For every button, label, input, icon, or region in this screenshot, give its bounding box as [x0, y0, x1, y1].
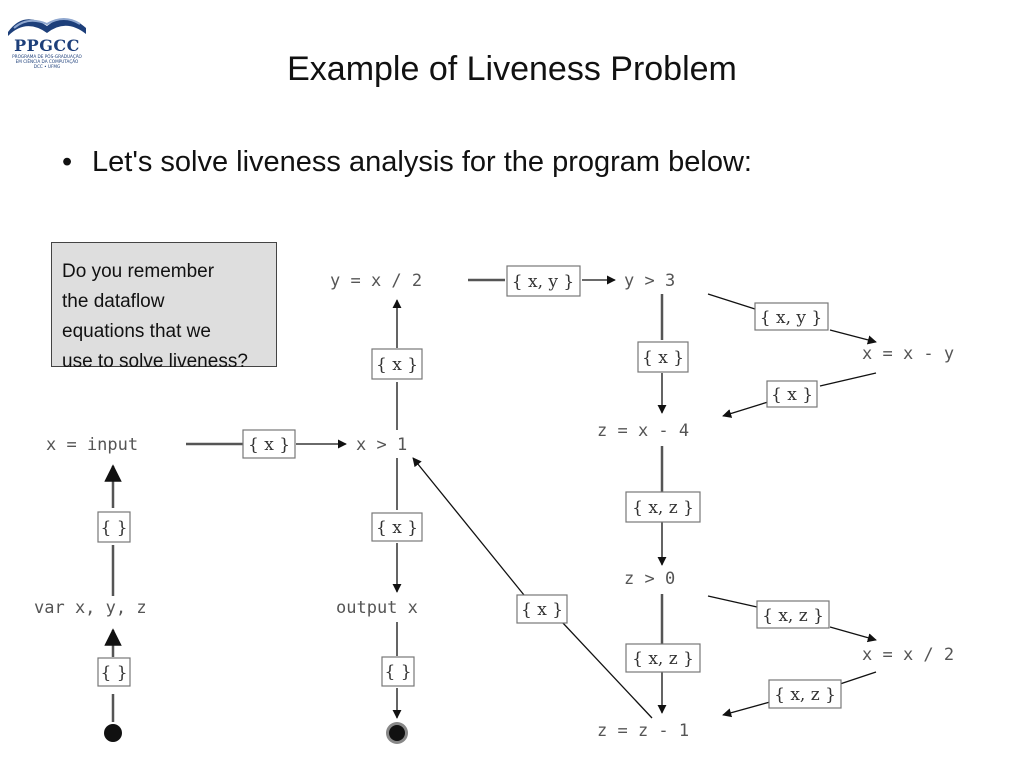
set-var-input: { }: [100, 518, 127, 538]
edge-xdiv2-to-set: [839, 671, 877, 685]
callout-line-4: use to solve liveness?: [62, 351, 248, 372]
set-entry-var: { }: [100, 663, 127, 683]
entry-node: [104, 724, 122, 742]
set-box-gt1-ydiv: [371, 348, 423, 380]
logo-subtitle-1: PROGRAMA DE PÓS-GRADUAÇÃO: [12, 54, 82, 59]
set-box-var-input: [97, 511, 131, 543]
callout-line-3: equations that we: [62, 321, 211, 342]
set-box-zminus1-gt1: [516, 594, 568, 624]
ppgcc-logo: PPGCC PROGRAMA DE PÓS-GRADUAÇÃO EM CIÊNC…: [4, 6, 90, 69]
edge-set-to-xminusy: [829, 329, 877, 345]
logo-text: PPGCC: [14, 36, 80, 55]
stmt-z-gt-0: z > 0: [624, 569, 675, 589]
set-box-xdiv2-zminus1: [768, 679, 842, 709]
set-box-gt1-output: [371, 512, 423, 542]
stmt-var-decl: var x, y, z: [34, 598, 147, 618]
set-box-output-exit: [381, 656, 415, 687]
set-input-gt1: { x }: [248, 435, 290, 455]
bullet-text: Let's solve liveness analysis for the pr…: [92, 146, 752, 178]
callout-line-2: the dataflow: [62, 291, 165, 312]
set-zgt0-xdiv2: { x, z }: [762, 606, 824, 626]
logo-subtitle-3: DCC • UFMG: [33, 64, 61, 69]
logo-wave-icon: [8, 18, 86, 36]
set-box-ygt3-zminus4: [637, 341, 689, 373]
stmt-output-x: output x: [336, 598, 418, 618]
logo-subtitle-2: EM CIÊNCIA DA COMPUTAÇÃO: [15, 59, 79, 64]
set-output-exit: { }: [384, 662, 411, 682]
edge-set-to-xdiv2: [829, 626, 877, 643]
stmt-x-input: x = input: [46, 435, 138, 455]
set-box-ydiv-ygt3: [506, 265, 581, 297]
slide-title: Example of Liveness Problem: [287, 50, 737, 88]
set-box-zgt0-xdiv2: [756, 600, 830, 629]
stmt-y-gt-3: y > 3: [624, 271, 675, 291]
set-box-xminusy-zminus4: [766, 380, 818, 408]
callout-box: Do you remember the dataflow equations t…: [51, 242, 277, 372]
set-box-ygt3-xminusy: [754, 302, 829, 331]
edge-ygt3-to-set-right: [707, 293, 756, 310]
edge-set-to-gt1-back: [412, 457, 525, 596]
set-box-input-gt1: [242, 429, 296, 459]
stmt-y-x-div2: y = x / 2: [330, 271, 422, 291]
stmt-z-z-minus-1: z = z - 1: [597, 721, 689, 741]
callout-line-1: Do you remember: [62, 261, 215, 282]
edge-zgt0-to-set-right: [707, 595, 758, 608]
edge-xminusy-to-set: [819, 372, 877, 387]
stmt-x-x-div2: x = x / 2: [862, 645, 954, 665]
stmt-z-x-minus-4: z = x - 4: [597, 421, 689, 441]
stmt-x-x-minus-y: x = x - y: [862, 344, 954, 364]
set-ygt3-zminus4: { x }: [642, 348, 684, 368]
exit-node: [389, 725, 405, 741]
edge-set-to-zminus4: [722, 401, 769, 418]
bullet-dot-icon: •: [62, 146, 73, 178]
set-gt1-output: { x }: [376, 518, 418, 538]
edge-zminus1-to-set-back: [561, 621, 653, 719]
bullet-item: • Let's solve liveness analysis for the p…: [62, 146, 752, 179]
set-zgt0-zminus1: { x, z }: [632, 649, 694, 669]
set-box-entry-var: [97, 657, 131, 687]
set-box-zgt0-zminus1: [625, 643, 701, 673]
set-zminus1-gt1: { x }: [521, 600, 563, 620]
set-ydiv-ygt3: { x, y }: [512, 272, 574, 292]
set-xdiv2-zminus1: { x, z }: [774, 685, 836, 705]
set-xminusy-zminus4: { x }: [771, 385, 813, 405]
edge-set-to-zminus1: [722, 701, 771, 718]
set-ygt3-xminusy: { x, y }: [760, 308, 822, 328]
stmt-x-gt-1: x > 1: [356, 435, 407, 455]
set-gt1-ydiv: { x }: [376, 355, 418, 375]
set-box-zminus4-zgt0: [625, 491, 701, 523]
set-zminus4-zgt0: { x, z }: [632, 498, 694, 518]
